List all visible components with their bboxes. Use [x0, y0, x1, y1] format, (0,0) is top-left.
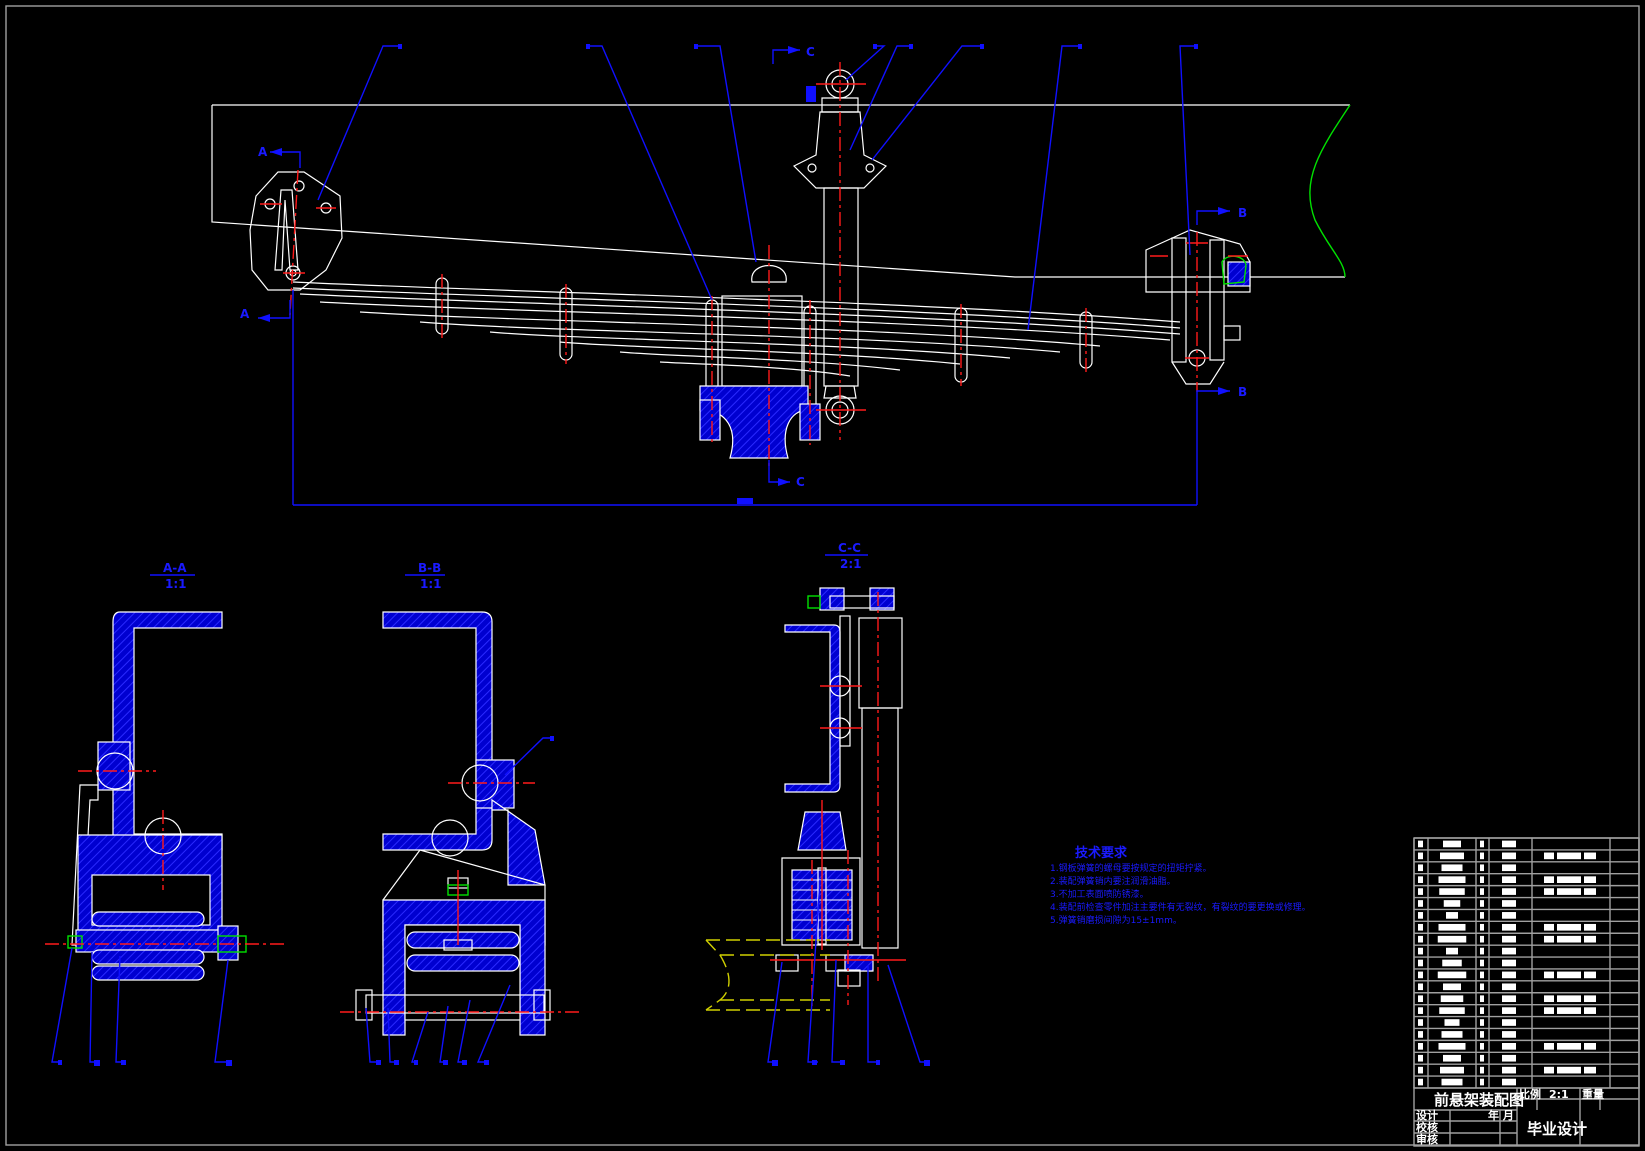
section-a-a: A-A 1:1 — [45, 561, 288, 1066]
section-c-c: C-C 2:1 — [705, 541, 930, 1066]
parts-list-row — [1418, 1031, 1516, 1038]
check-label: 校核 — [1416, 1120, 1438, 1134]
parts-list-row — [1418, 983, 1516, 991]
parts-list-row — [1418, 912, 1516, 919]
part-leaders-main — [317, 44, 1198, 331]
parts-list-row — [1418, 1066, 1596, 1074]
parts-list-row — [1418, 1043, 1596, 1050]
svg-text:C-C: C-C — [838, 541, 861, 555]
tech-req-heading: 技术要求 — [1075, 845, 1128, 861]
parts-list-row — [1418, 864, 1516, 872]
overall-dimension — [292, 290, 1198, 506]
review-label: 审核 — [1416, 1132, 1438, 1146]
title-block: 前悬架装配图 比例 2:1 重量 设计 校核 审核 年 月 毕业设计 — [1413, 1087, 1640, 1147]
section-marker-c-top: C — [772, 45, 815, 64]
parts-list-row — [1418, 995, 1596, 1003]
rear-shackle-bracket — [1145, 229, 1251, 392]
scale-label: 比例 — [1519, 1087, 1541, 1101]
parts-list-row — [1418, 959, 1516, 967]
svg-text:1:1: 1:1 — [420, 577, 442, 591]
tech-req-item: 4.装配前检查零件加注主要件有无裂纹，有裂纹的要更换或修理。 — [1050, 901, 1311, 913]
parts-list-row — [1418, 840, 1516, 848]
parts-list-row — [1418, 888, 1596, 895]
parts-list-row — [1418, 876, 1596, 883]
frame-rail — [211, 104, 1350, 278]
design-label: 设计 — [1416, 1108, 1438, 1122]
parts-list-row — [1418, 971, 1596, 979]
drawing-title: 前悬架装配图 — [1434, 1091, 1524, 1109]
section-marker-b-bottom: B — [1196, 385, 1247, 399]
section-marker-a-top: A — [258, 145, 301, 168]
parts-list-row — [1418, 1054, 1516, 1062]
section-marker-c-bottom: C — [768, 460, 805, 489]
spring-clips — [435, 274, 1093, 386]
u-bolt-axle-seat — [699, 245, 821, 470]
svg-text:1:1: 1:1 — [165, 577, 187, 591]
main-assembly-view: A A C C B B — [211, 44, 1351, 506]
svg-text:B-B: B-B — [418, 561, 441, 575]
drawing-border — [5, 5, 1640, 1146]
svg-text:A: A — [240, 307, 250, 321]
leaf-spring — [292, 281, 1181, 377]
svg-text:A: A — [258, 145, 268, 159]
front-hanger-bracket — [249, 169, 343, 316]
svg-text:B: B — [1238, 385, 1247, 399]
part-leaders-a-a — [51, 947, 232, 1066]
project-name: 毕业设计 — [1527, 1120, 1587, 1138]
svg-text:B: B — [1238, 206, 1247, 220]
section-b-b: B-B 1:1 — [340, 561, 582, 1065]
tech-req-item: 2.装配弹簧销内要注润滑油脂。 — [1050, 875, 1176, 887]
svg-text:A-A: A-A — [163, 561, 187, 575]
part-leaders-c-c — [767, 879, 930, 1066]
parts-list-row — [1418, 852, 1596, 860]
tech-req-item: 1.钢板弹簧的螺母要按规定的扭矩拧紧。 — [1050, 862, 1212, 874]
tech-req-item: 3.不加工表面喷防锈漆。 — [1050, 888, 1149, 900]
svg-text:2:1: 2:1 — [840, 557, 862, 571]
break-line — [1309, 104, 1351, 278]
svg-text:C: C — [796, 475, 805, 489]
parts-list-row — [1418, 1078, 1516, 1086]
svg-text:C: C — [806, 45, 815, 59]
parts-list-row — [1418, 1019, 1516, 1026]
section-marker-b-top: B — [1196, 206, 1247, 225]
tech-req-item: 5.弹簧销磨损间隙为15±1mm。 — [1050, 914, 1182, 926]
parts-list-row — [1418, 900, 1516, 907]
scale-value: 2:1 — [1549, 1088, 1569, 1101]
technical-requirements: 技术要求 1.钢板弹簧的螺母要按规定的扭矩拧紧。 2.装配弹簧销内要注润滑油脂。… — [1050, 845, 1311, 926]
parts-list-row — [1418, 923, 1596, 931]
date-label: 年 月 — [1488, 1108, 1514, 1122]
parts-list — [1413, 837, 1640, 1089]
part-leaders-b-b — [365, 736, 554, 1065]
parts-list-row — [1418, 947, 1516, 955]
section-marker-a-bottom: A — [240, 300, 291, 322]
parts-list-row — [1418, 935, 1596, 943]
shock-absorber — [792, 62, 888, 440]
weight-label: 重量 — [1582, 1087, 1604, 1101]
parts-list-row — [1418, 1007, 1596, 1014]
